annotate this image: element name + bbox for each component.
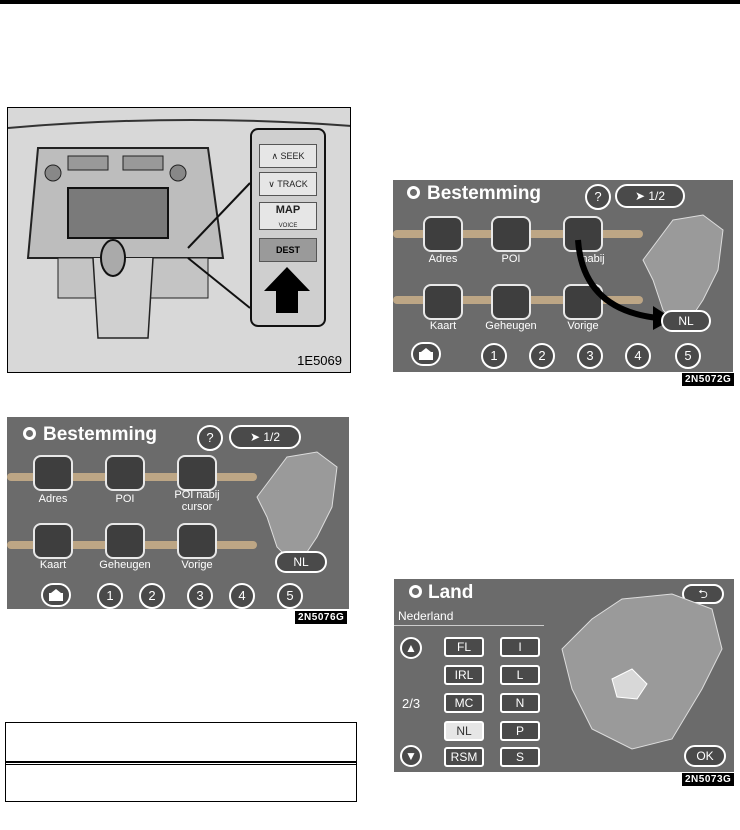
page-next-button[interactable]: ➤ 1/2 <box>229 425 301 449</box>
preset-1-button[interactable]: 1 <box>481 343 507 369</box>
menu-label-adres: Adres <box>13 493 93 505</box>
country-button[interactable]: NL <box>275 551 327 573</box>
country-key-nl[interactable]: NL <box>444 721 484 741</box>
dest-button[interactable]: DEST <box>259 238 317 262</box>
preset-2-button[interactable]: 2 <box>139 583 165 609</box>
divider <box>394 625 544 626</box>
home-car-button[interactable] <box>411 342 441 366</box>
help-button[interactable]: ? <box>585 184 611 210</box>
preset-5-button[interactable]: 5 <box>675 343 701 369</box>
preset-1-button[interactable]: 1 <box>97 583 123 609</box>
bestemming-screen: Bestemming ? ➤ 1/2 Adres POI POI nabij c… <box>7 417 349 609</box>
help-button[interactable]: ? <box>197 425 223 451</box>
figure-code: 2N5076G <box>295 611 347 624</box>
home-car-icon <box>47 588 65 602</box>
home-car-icon <box>417 347 435 361</box>
preset-2-button[interactable]: 2 <box>529 343 555 369</box>
address-icon[interactable] <box>423 216 463 252</box>
location-pin-icon <box>409 585 422 598</box>
bestemming-screen-arrow: Bestemming ? ➤ 1/2 Adres POI nabij Kaart… <box>393 180 733 372</box>
arrow-up-icon <box>262 265 312 315</box>
current-country: Nederland <box>398 609 453 623</box>
page-indicator: 1/2 <box>648 189 665 203</box>
table-divider <box>6 761 356 763</box>
table-divider <box>6 764 356 765</box>
country-key-n[interactable]: N <box>500 693 540 713</box>
screen-title: Bestemming <box>43 424 157 446</box>
memory-flag-icon[interactable] <box>105 523 145 559</box>
country-button[interactable]: NL <box>661 310 711 332</box>
info-table-box <box>5 722 357 802</box>
poi-icon[interactable] <box>491 216 531 252</box>
ok-button[interactable]: OK <box>684 745 726 767</box>
preset-3-button[interactable]: 3 <box>577 343 603 369</box>
preset-4-button[interactable]: 4 <box>229 583 255 609</box>
poi-near-cursor-icon[interactable] <box>177 455 217 491</box>
page-indicator: 2/3 <box>402 696 420 711</box>
page-indicator: 1/2 <box>263 430 280 444</box>
menu-label-vorige: Vorige <box>157 559 237 571</box>
top-rule <box>0 0 740 4</box>
map-compass-icon[interactable] <box>33 523 73 559</box>
country-key-rsm[interactable]: RSM <box>444 747 484 767</box>
preset-5-button[interactable]: 5 <box>277 583 303 609</box>
scroll-up-button[interactable]: ▲ <box>400 637 422 659</box>
location-pin-icon <box>407 186 420 199</box>
country-key-s[interactable]: S <box>500 747 540 767</box>
map-voice-button[interactable]: MAP VOICE <box>259 202 317 230</box>
menu-label-geheugen: Geheugen <box>471 320 551 332</box>
menu-label-poi: POI <box>471 253 551 265</box>
map-compass-icon[interactable] <box>423 284 463 320</box>
poi-nabij-line2: cursor <box>182 501 213 513</box>
preset-3-button[interactable]: 3 <box>187 583 213 609</box>
country-key-mc[interactable]: MC <box>444 693 484 713</box>
menu-label-kaart: Kaart <box>13 559 93 571</box>
screen-title: Land <box>428 582 473 604</box>
hardware-button-panel: ∧ SEEK ∨ TRACK MAP VOICE DEST <box>250 128 326 327</box>
country-key-irl[interactable]: IRL <box>444 665 484 685</box>
screen-title: Bestemming <box>427 183 541 205</box>
location-pin-icon <box>23 427 36 440</box>
menu-label-poi: POI <box>85 493 165 505</box>
figure-code: 2N5073G <box>682 773 734 786</box>
figure-code: 1E5069 <box>297 353 342 368</box>
menu-label-geheugen: Geheugen <box>85 559 165 571</box>
memory-flag-icon[interactable] <box>491 284 531 320</box>
menu-label-poi-nabij: POI nabij cursor <box>157 489 237 513</box>
country-key-fl[interactable]: FL <box>444 637 484 657</box>
address-icon[interactable] <box>33 455 73 491</box>
europe-map-icon <box>552 589 732 759</box>
poi-nabij-line1: POI nabij <box>174 489 219 501</box>
scroll-down-button[interactable]: ▼ <box>400 745 422 767</box>
country-key-i[interactable]: I <box>500 637 540 657</box>
seek-button[interactable]: ∧ SEEK <box>259 144 317 168</box>
poi-icon[interactable] <box>105 455 145 491</box>
dashboard-figure: ∧ SEEK ∨ TRACK MAP VOICE DEST 1E5069 <box>7 107 351 373</box>
country-key-p[interactable]: P <box>500 721 540 741</box>
figure-code: 2N5072G <box>682 373 734 386</box>
map-label: MAP <box>276 204 300 216</box>
track-button[interactable]: ∨ TRACK <box>259 172 317 196</box>
voice-label: VOICE <box>279 223 298 229</box>
previous-destination-icon[interactable] <box>177 523 217 559</box>
home-car-button[interactable] <box>41 583 71 607</box>
preset-4-button[interactable]: 4 <box>625 343 651 369</box>
land-screen: Land ⮌ Nederland ▲ ▼ 2/3 FL IRL MC NL RS… <box>394 579 734 772</box>
country-key-l[interactable]: L <box>500 665 540 685</box>
page-next-button[interactable]: ➤ 1/2 <box>615 184 685 208</box>
